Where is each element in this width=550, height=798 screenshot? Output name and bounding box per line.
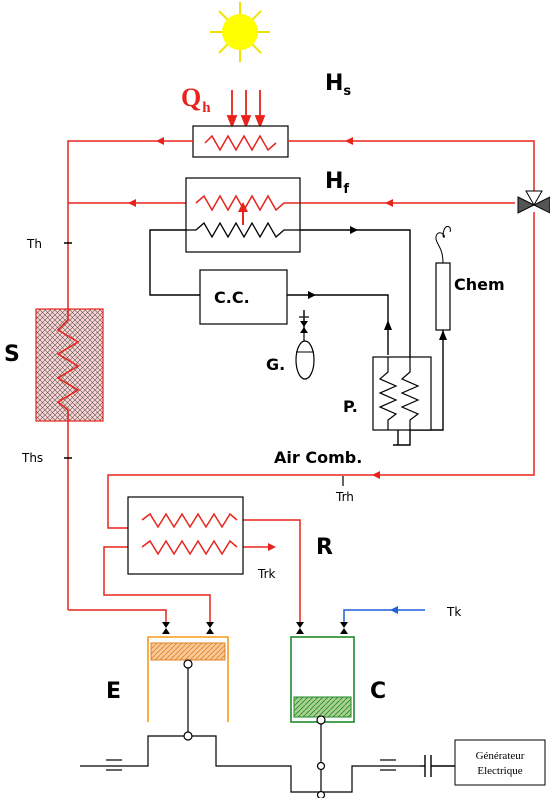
trk-label: Trk [257, 567, 276, 581]
ths-label: Ths [21, 451, 43, 465]
regenerator-coil-top [141, 512, 238, 529]
three-way-valve-icon[interactable] [517, 190, 550, 214]
hf-up-arrow [238, 202, 248, 225]
engine-compressor [290, 636, 355, 792]
electric-generator [454, 739, 546, 786]
thermal-storage [35, 308, 104, 422]
valve-icon[interactable] [299, 316, 309, 333]
smoke-icon [435, 225, 451, 264]
fuel-heat-exchanger [185, 177, 301, 253]
hot-loop-arrows [128, 137, 393, 551]
sun-icon [210, 2, 270, 62]
hs-label: Hs [325, 71, 351, 99]
hf-label: Hf [325, 169, 349, 197]
solar-coil [204, 134, 277, 152]
g-label: G. [266, 355, 285, 374]
generator-label-line2: Electrique [477, 765, 522, 777]
c-label: C [370, 679, 386, 704]
capacitor-icon [420, 755, 455, 777]
tk-label: Tk [446, 605, 461, 619]
preheater-coil-right [400, 357, 420, 430]
p-label: P. [343, 397, 358, 416]
preheater-coil-left [378, 357, 398, 430]
air-comb-label: Air Comb. [274, 448, 362, 467]
chimney [435, 262, 451, 331]
trh-label: Trh [335, 490, 354, 504]
solar-heat-arrows [226, 90, 266, 129]
chem-label: Chem [454, 275, 505, 294]
combustion-chamber [199, 269, 288, 325]
generator-label-line1: Générateur [476, 750, 525, 762]
s-label: S [4, 342, 20, 367]
regenerator-coil-bottom [141, 539, 238, 556]
hf-flue-coil [186, 221, 300, 239]
combustion-arrows [308, 226, 447, 340]
e-label: E [106, 679, 121, 704]
cc-label: C.C. [214, 288, 250, 307]
th-label: Th [26, 237, 42, 251]
crankshaft [80, 731, 420, 798]
storage-coil [56, 309, 80, 421]
engine-expander [147, 636, 229, 736]
qh-label: Qh [181, 83, 211, 116]
ground-icon [106, 759, 396, 771]
cold-inlet-line [343, 606, 425, 622]
r-label: R [316, 535, 333, 560]
regenerator [127, 496, 244, 575]
inlet-valves [162, 622, 348, 634]
gas-bottle-icon [295, 333, 315, 380]
